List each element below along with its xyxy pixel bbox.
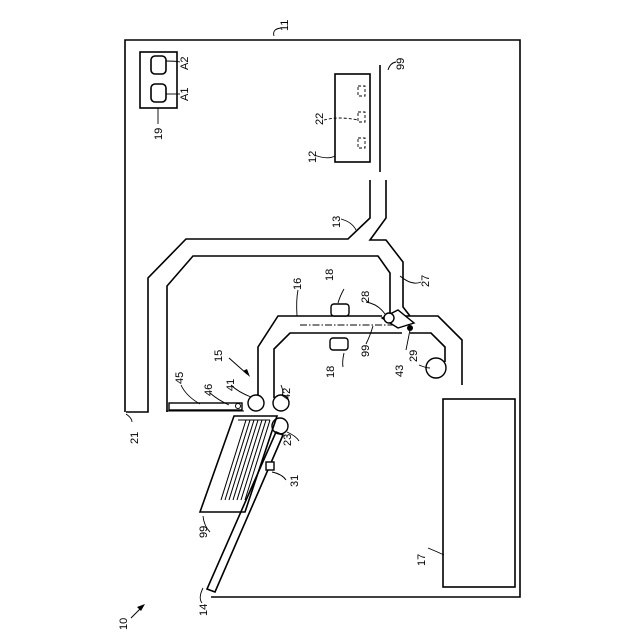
roller-41[interactable] <box>248 395 264 411</box>
label-13: 13 <box>331 216 343 228</box>
sensor-31 <box>266 462 274 470</box>
label-17: 17 <box>416 554 428 566</box>
label-23: 23 <box>282 434 294 446</box>
arrow-10-head <box>137 604 145 611</box>
label-10: 10 <box>118 618 130 630</box>
button-a2[interactable] <box>151 56 166 74</box>
button-a1[interactable] <box>151 84 166 102</box>
label-11: 11 <box>279 20 291 31</box>
label-14: 14 <box>198 604 210 616</box>
label-99-mid: 99 <box>360 345 372 357</box>
plate-45 <box>169 403 242 410</box>
label-43: 43 <box>394 365 406 377</box>
label-12: 12 <box>307 151 319 163</box>
sensor-18-lower <box>330 338 348 350</box>
arrow-15-head <box>243 369 250 377</box>
label-18-upper: 18 <box>324 269 336 281</box>
label-27: 27 <box>420 275 432 287</box>
flap-pivot <box>384 313 394 323</box>
label-22: 22 <box>314 113 326 125</box>
nozzle-marks-22 <box>358 86 365 148</box>
label-16: 16 <box>292 278 304 290</box>
control-panel-19 <box>140 52 177 108</box>
path-13-inner <box>167 256 390 412</box>
label-a1: A1 <box>179 88 191 101</box>
label-a2: A2 <box>179 57 191 70</box>
label-99-top: 99 <box>395 58 407 70</box>
label-46: 46 <box>203 384 215 396</box>
tray-17 <box>443 399 515 587</box>
sensor-18-upper <box>331 304 349 316</box>
label-41: 41 <box>225 379 237 391</box>
label-15: 15 <box>213 350 225 362</box>
label-99-low: 99 <box>198 526 210 538</box>
label-31: 31 <box>289 475 301 487</box>
label-29: 29 <box>408 350 420 362</box>
label-19: 19 <box>153 128 165 140</box>
label-45: 45 <box>174 372 186 384</box>
label-42: 42 <box>281 388 293 400</box>
label-18-lower: 18 <box>325 366 337 378</box>
label-28: 28 <box>360 291 372 303</box>
label-21: 21 <box>129 432 141 444</box>
